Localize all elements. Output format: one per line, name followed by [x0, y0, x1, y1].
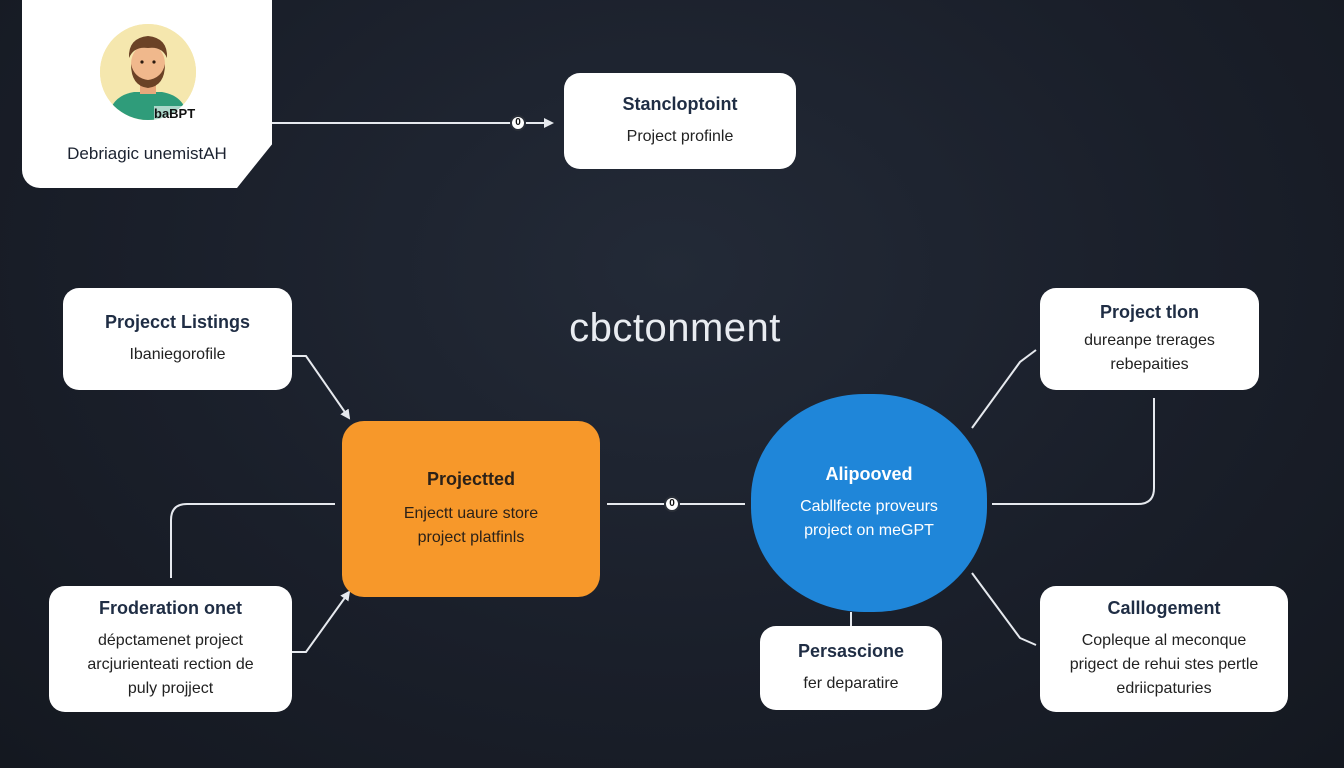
node-text: Copleque al meconque [1081, 631, 1247, 649]
node-approved[interactable]: Alipooved Cabllfecte proveurs project on… [751, 394, 987, 612]
node-title: Alipooved [825, 463, 913, 484]
node-project-listings[interactable]: Projecct Listings Ibaniegorofile [63, 288, 292, 390]
connector-federation-to-projected [292, 590, 351, 653]
node-title: Projectted [426, 468, 516, 489]
node-text: fer deparatire [803, 674, 899, 692]
node-text: project platfinls [417, 528, 525, 546]
node-title: Projecct Listings [104, 311, 251, 332]
node-text: Cabllfecte proveurs [800, 497, 938, 515]
node-text: puly projject [127, 679, 214, 697]
node-stancloptoint[interactable]: Stancloptoint Project profinle [564, 73, 796, 169]
node-text: dépctamenet project [98, 631, 243, 649]
node-federation[interactable]: Froderation onet dépctamenet project arc… [49, 586, 292, 712]
node-title: Stancloptoint [622, 93, 738, 114]
node-text: rebepaities [1110, 355, 1189, 373]
profile-card[interactable]: baBPT Debriagic unemistAH [22, 0, 272, 188]
node-text: arcjurienteati rection de [87, 655, 254, 673]
node-persascione[interactable]: Persascione fer deparatire [760, 626, 942, 710]
connector-approved-to-calllogement [971, 572, 1037, 646]
node-projected[interactable]: Projectted Enjectt uaure store project p… [342, 421, 600, 597]
connector-approved-to-project-tlon [971, 349, 1037, 429]
profile-name: Debriagic unemistAH [67, 144, 227, 163]
node-text: project on meGPT [804, 521, 934, 539]
connector-dot-middle: 0 [664, 496, 680, 512]
avatar-tag: baBPT [154, 106, 196, 121]
node-calllogement[interactable]: Calllogement Copleque al meconque prigec… [1040, 586, 1288, 712]
node-text: edriicpaturies [1116, 679, 1212, 697]
node-title: Froderation onet [99, 597, 242, 618]
node-text: Enjectt uaure store [403, 504, 539, 522]
node-text: Project profinle [626, 127, 734, 145]
node-text: prigect de rehui stes pertle [1069, 655, 1259, 673]
connector-project-tlon-to-approved [992, 398, 1155, 505]
node-project-tlon[interactable]: Project tlon dureanpe trerages rebepaiti… [1040, 288, 1259, 390]
node-title: Project tlon [1099, 301, 1199, 322]
connector-dot-top: 0 [510, 115, 526, 131]
connector-federation-up-to-projected [170, 503, 335, 578]
node-text: dureanpe trerages [1084, 331, 1215, 349]
node-title: Persascione [797, 640, 905, 661]
node-title: Calllogement [1107, 597, 1221, 618]
node-text: Ibaniegorofile [129, 345, 226, 363]
connector-listings-to-projected [292, 355, 351, 420]
diagram-title: cbctonment [569, 306, 781, 350]
